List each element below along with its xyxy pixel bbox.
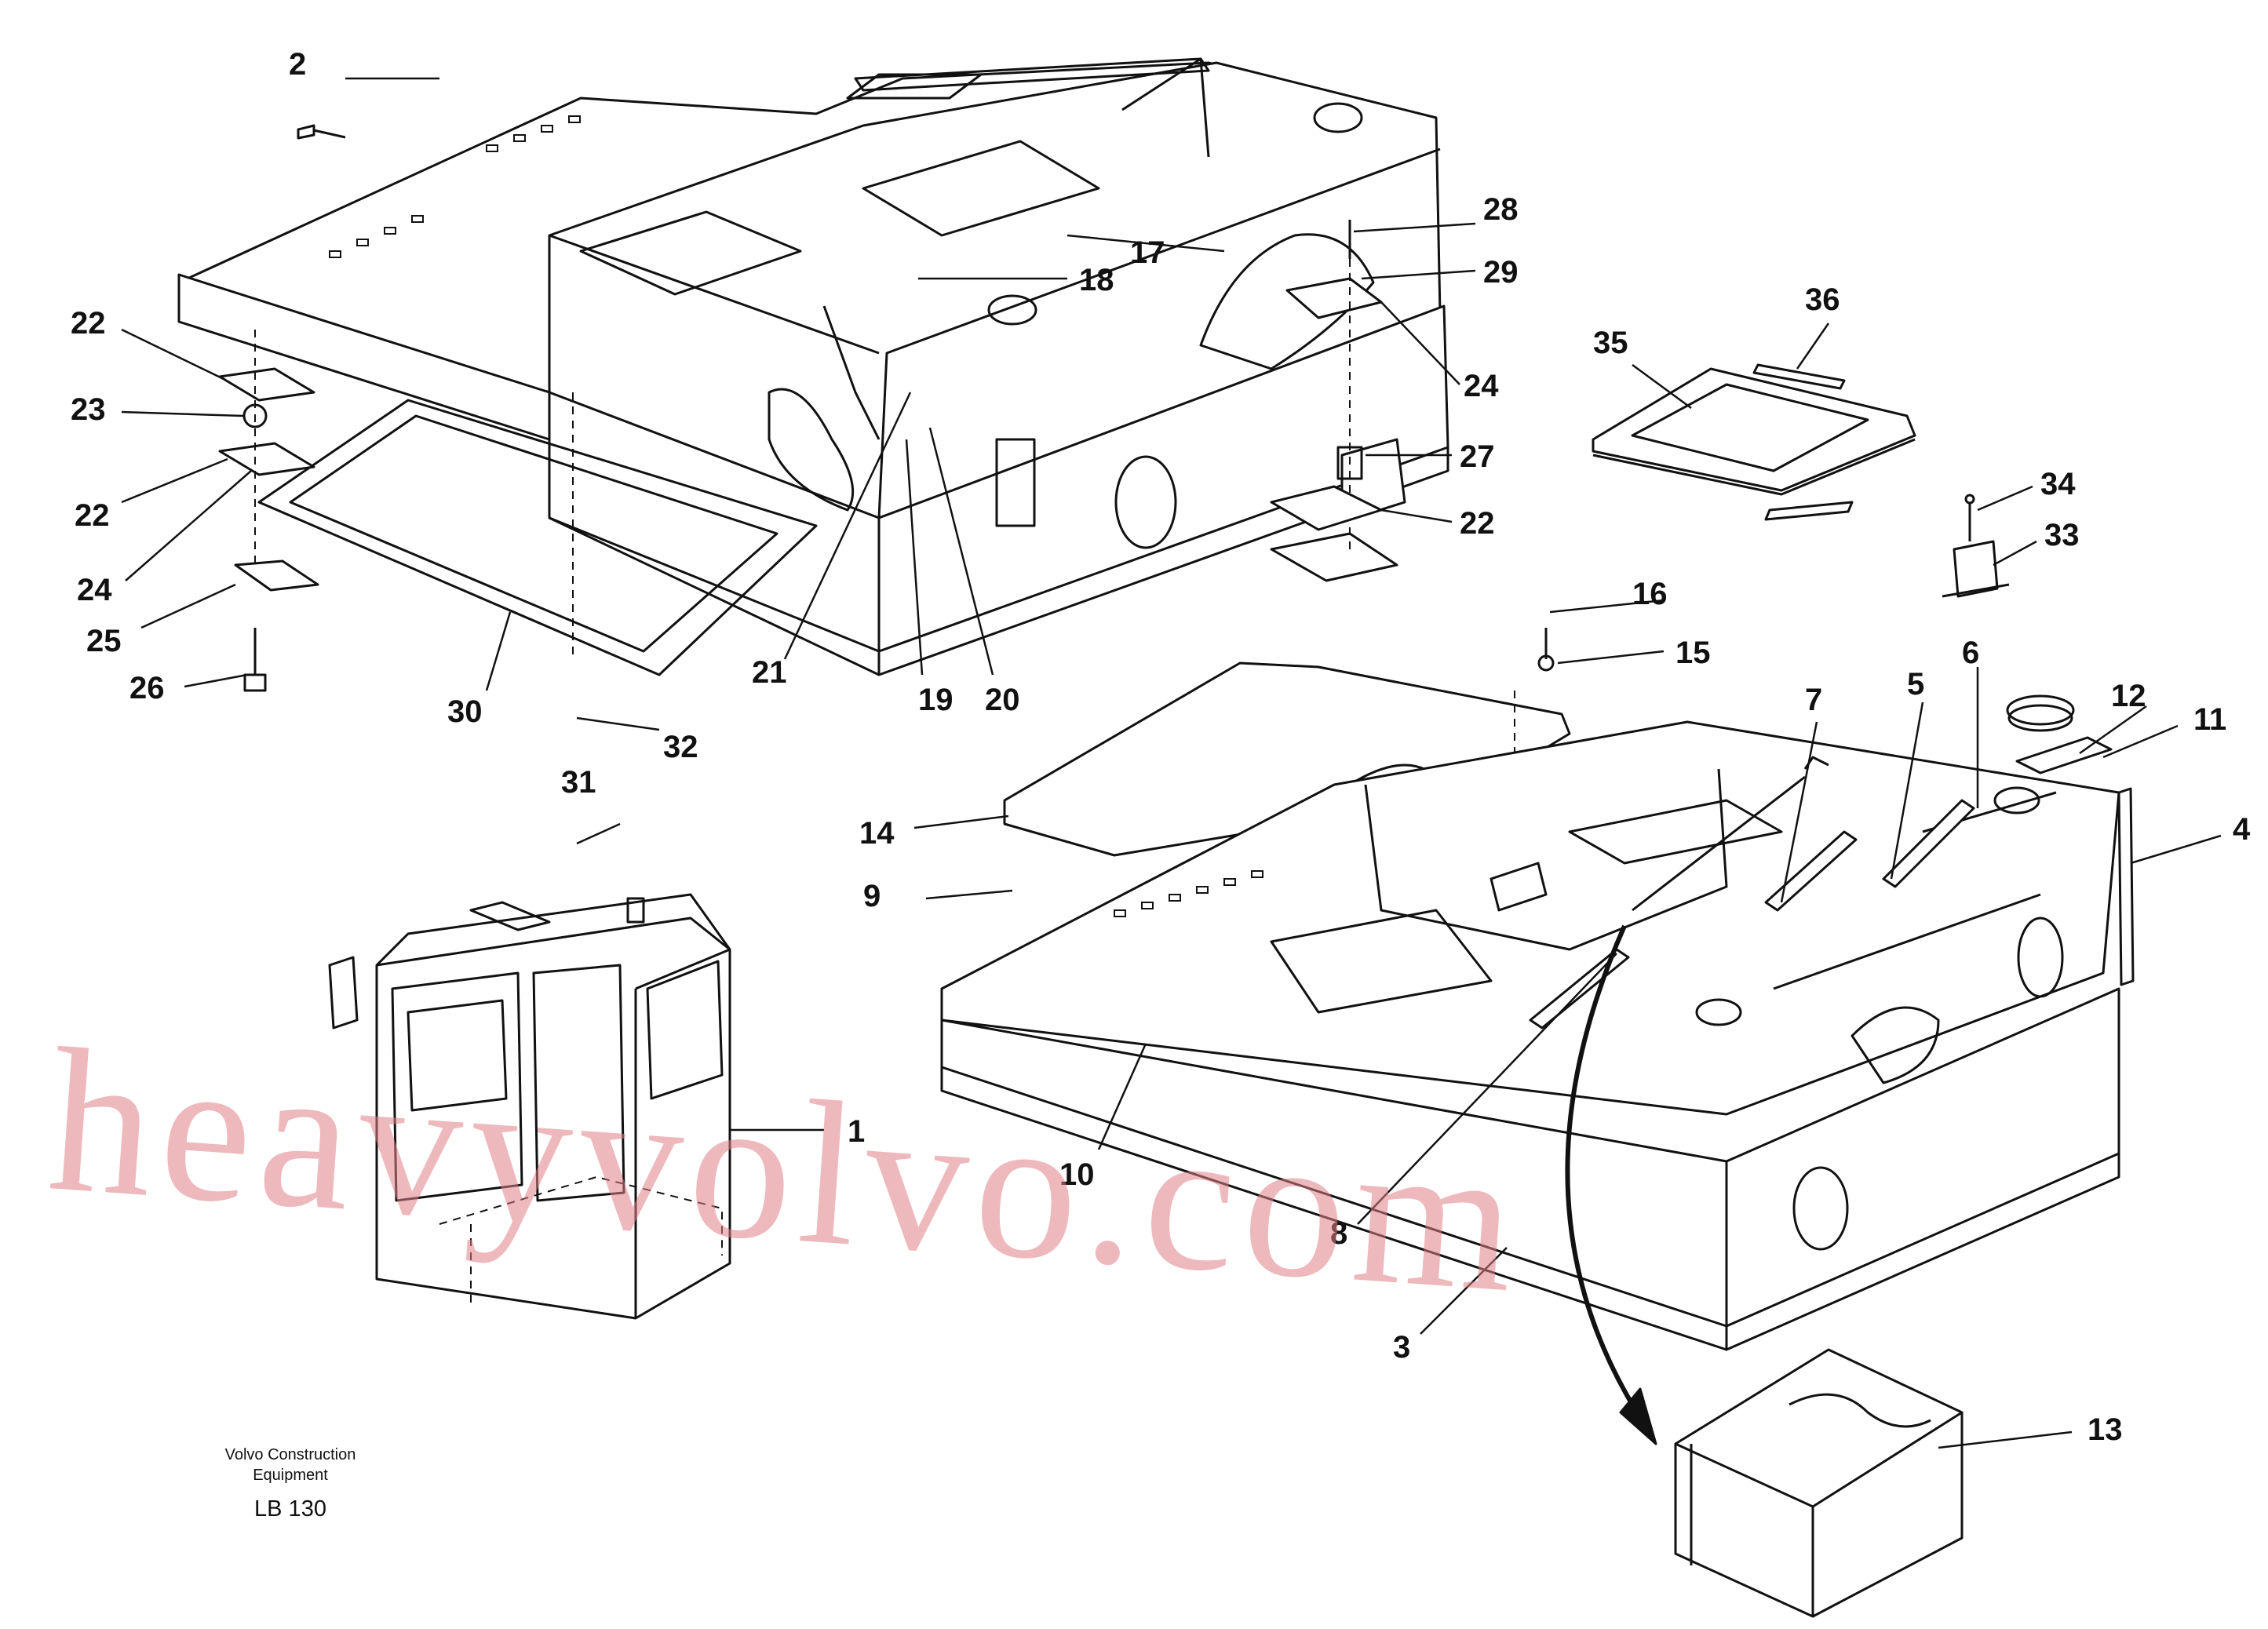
- label-6: 6: [1962, 636, 1979, 670]
- label-7: 7: [1805, 683, 1822, 717]
- label-34: 34: [2040, 467, 2076, 501]
- label-28: 28: [1483, 192, 1519, 227]
- label-1: 1: [848, 1114, 865, 1149]
- label-14: 14: [859, 816, 895, 851]
- leader-lines: [121, 77, 2222, 1449]
- label-24b: 24: [1464, 369, 1499, 403]
- label-25: 25: [86, 624, 122, 658]
- label-20: 20: [985, 683, 1020, 717]
- caption-block: Volvo Construction Equipment LB 130: [225, 1446, 356, 1521]
- label-22c: 22: [1460, 506, 1495, 541]
- label-8: 8: [1330, 1216, 1347, 1251]
- upper-frame: [177, 57, 1449, 676]
- label-11: 11: [2193, 702, 2226, 737]
- label-29: 29: [1483, 255, 1519, 290]
- part-numbers: 1 2 3 4 5 6 7 8 9 10 11 12 13 14 15 16 1…: [71, 47, 2251, 1447]
- label-22a: 22: [71, 306, 106, 341]
- detail-arrow: [1565, 924, 1635, 1406]
- label-26: 26: [129, 671, 165, 705]
- label-17: 17: [1130, 235, 1165, 270]
- label-33: 33: [2044, 518, 2080, 552]
- label-5: 5: [1907, 667, 1924, 702]
- label-12: 12: [2111, 679, 2146, 713]
- label-36: 36: [1805, 282, 1840, 317]
- label-13: 13: [2088, 1412, 2123, 1447]
- label-22b: 22: [75, 498, 110, 533]
- left-mount-parts: [218, 124, 346, 692]
- label-3: 3: [1393, 1330, 1410, 1365]
- caption-code: LB 130: [254, 1496, 326, 1521]
- caption-company-line2: Equipment: [253, 1467, 328, 1484]
- label-30: 30: [447, 694, 483, 729]
- cover-plate: [1592, 363, 1916, 521]
- label-15: 15: [1675, 636, 1711, 670]
- label-21: 21: [752, 655, 787, 690]
- operator-cab: [328, 893, 731, 1320]
- label-4: 4: [2233, 812, 2251, 847]
- label-16: 16: [1632, 577, 1668, 611]
- label-19: 19: [918, 683, 954, 717]
- label-2: 2: [289, 47, 306, 82]
- label-23: 23: [71, 392, 106, 427]
- label-9: 9: [863, 879, 881, 913]
- label-27: 27: [1460, 439, 1495, 474]
- caption-company-line1: Volvo Construction: [225, 1446, 356, 1463]
- battery-tray: [1674, 1348, 1964, 1618]
- lower-frame: [940, 628, 2135, 1351]
- label-24a: 24: [77, 573, 112, 607]
- label-31: 31: [561, 765, 596, 800]
- label-10: 10: [1059, 1157, 1095, 1192]
- label-18: 18: [1079, 263, 1114, 297]
- bracket-33: [1942, 494, 2010, 598]
- label-32: 32: [663, 730, 698, 764]
- label-35: 35: [1593, 326, 1628, 360]
